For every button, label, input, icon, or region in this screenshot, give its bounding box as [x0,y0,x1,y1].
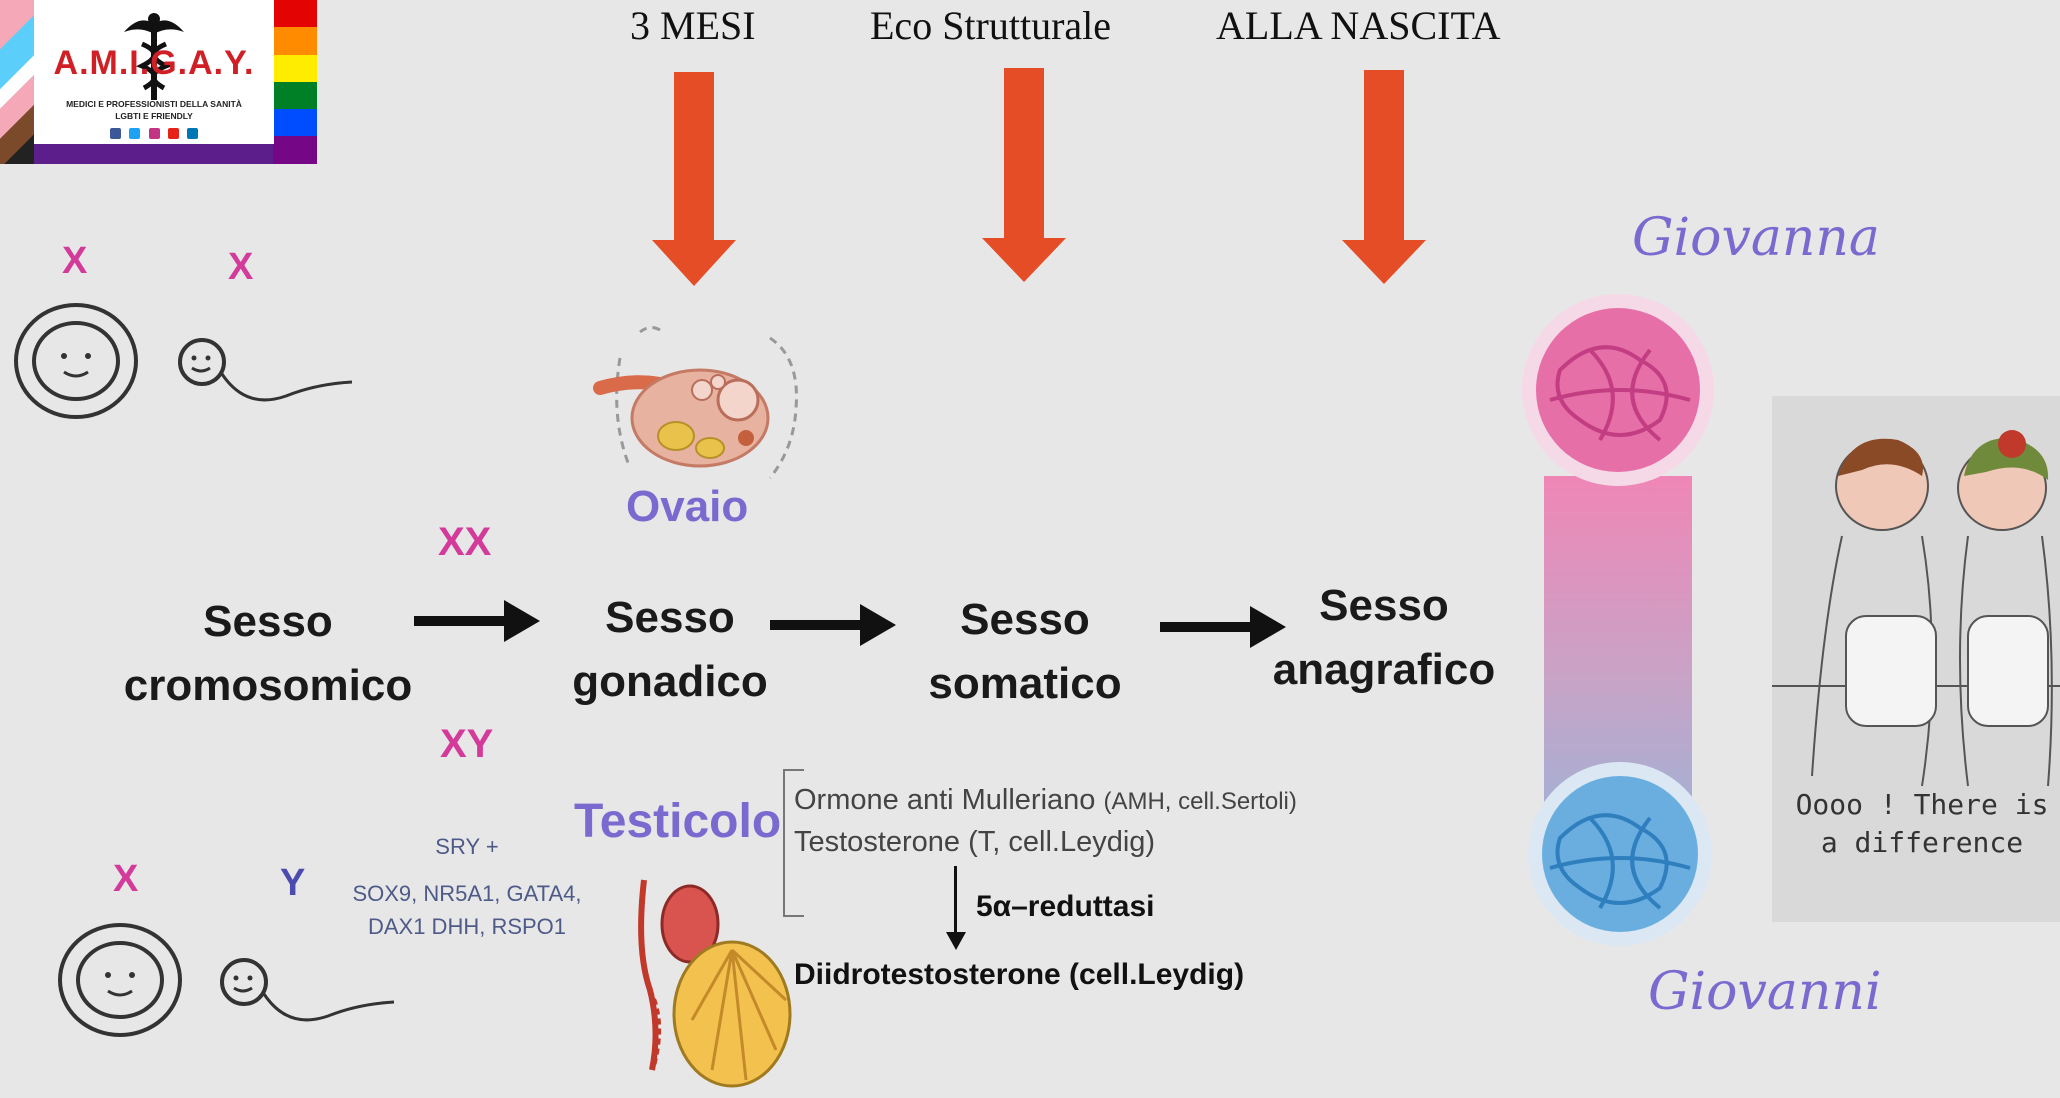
stage-cromosomico-line1: Sesso [203,597,333,646]
testicolo-label: Testicolo [574,795,782,848]
blue-flower [1528,762,1712,946]
logo-title: A.M.I.G.A.Y. [53,44,255,82]
youtube-icon[interactable] [167,128,179,139]
stage-sesso-somatico: Sesso somatico [910,588,1140,716]
down-arrow-2 [982,68,1066,282]
timeline-label-3-mesi: 3 MESI [630,3,756,48]
down-arrow-3 [1342,70,1426,284]
flow-arrow-1 [414,600,540,642]
timeline-label-alla-nascita: ALLA NASCITA [1216,3,1501,48]
cartoon-caption: Oooo ! There is a difference [1790,786,2054,862]
hormone-testosterone: Testosterone (T, cell.Leydig) [794,826,1156,858]
social-icons [34,126,274,144]
cartoon-caption-line1: Oooo ! There is [1795,788,2049,821]
ovaio-label: Ovaio [626,482,749,531]
enzyme-label: 5α–reduttasi [976,890,1155,923]
logo-subtitle: MEDICI E PROFESSIONISTI DELLA SANITÀ LGB… [44,98,264,122]
flow-arrow-3 [1160,606,1286,648]
logo-subtitle-line2: LGBTI E FRIENDLY [115,111,193,121]
logo-card: A.M.I.G.A.Y. MEDICI E PROFESSIONISTI DEL… [34,0,274,144]
gene-line-3: DAX1 DHH, RSPO1 [367,914,567,939]
instagram-icon[interactable] [148,128,160,139]
stage-cromosomico-line2: cromosomico [123,661,413,710]
pink-flower [1522,294,1714,486]
flow-arrow-2 [770,604,896,646]
timeline-label-eco-strutturale: Eco Strutturale [870,3,1112,48]
stage-anagrafico-line1: Sesso [1319,581,1449,630]
facebook-icon[interactable] [109,128,121,139]
chromosome-x-top-2: X [228,246,254,288]
hormone-bracket [783,769,804,917]
sperm-cell-icon [178,338,353,402]
chromosome-xx-label: XX [438,520,492,564]
chromosome-xy-label: XY [440,722,494,766]
name-giovanna: Giovanna [1632,208,1880,268]
hormone-amh-detail: (AMH, cell.Sertoli) [1103,788,1297,815]
stage-sesso-anagrafico: Sesso anagrafico [1262,574,1506,702]
amigay-logo: A.M.I.G.A.Y. MEDICI E PROFESSIONISTI DEL… [0,0,317,164]
rainbow-flag [273,0,317,164]
stage-sesso-gonadico: Sesso gonadico [560,586,780,714]
down-arrow-small [946,866,966,950]
caduceus-icon [124,13,184,100]
testicle-illustration [638,879,792,1088]
stage-somatico-line2: somatico [928,659,1122,708]
hormone-amh-main: Ormone anti Mulleriano [794,784,1096,816]
sperm-cell-icon-bottom [220,958,395,1022]
gene-list: SRY + SOX9, NR5A1, GATA4, DAX1 DHH, RSPO… [342,830,592,943]
name-giovanni: Giovanni [1648,962,1882,1022]
linkedin-icon[interactable] [187,128,199,139]
gene-line-1: SRY + [435,834,499,859]
stage-anagrafico-line2: anagrafico [1272,645,1496,694]
logo-subtitle-line1: MEDICI E PROFESSIONISTI DELLA SANITÀ [66,99,242,109]
chromosome-x-bottom: X [113,858,139,900]
hormone-amh: Ormone anti Mulleriano (AMH, cell.Sertol… [794,784,1297,817]
babies-illustration [1772,430,2060,787]
twitter-icon[interactable] [129,128,141,139]
stage-somatico-line1: Sesso [960,595,1090,644]
cartoon-caption-line2: a difference [1820,826,2024,859]
chromosome-y-bottom: Y [280,862,306,904]
stage-gonadico-line1: Sesso [605,593,735,642]
gene-line-2: SOX9, NR5A1, GATA4, [352,881,582,906]
cartoon-panel: Oooo ! There is a difference [1772,396,2060,922]
chromosome-x-top-1: X [62,240,88,282]
down-arrow-1 [652,72,736,286]
progress-flag-chevron [0,0,34,164]
dht-label: Diidrotestosterone (cell.Leydig) [794,958,1245,991]
egg-cell-icon [14,303,138,419]
ovary-illustration [593,325,798,479]
egg-cell-icon-bottom [58,923,182,1037]
stage-gonadico-line2: gonadico [572,657,768,706]
stage-sesso-cromosomico: Sesso cromosomico [110,590,426,718]
